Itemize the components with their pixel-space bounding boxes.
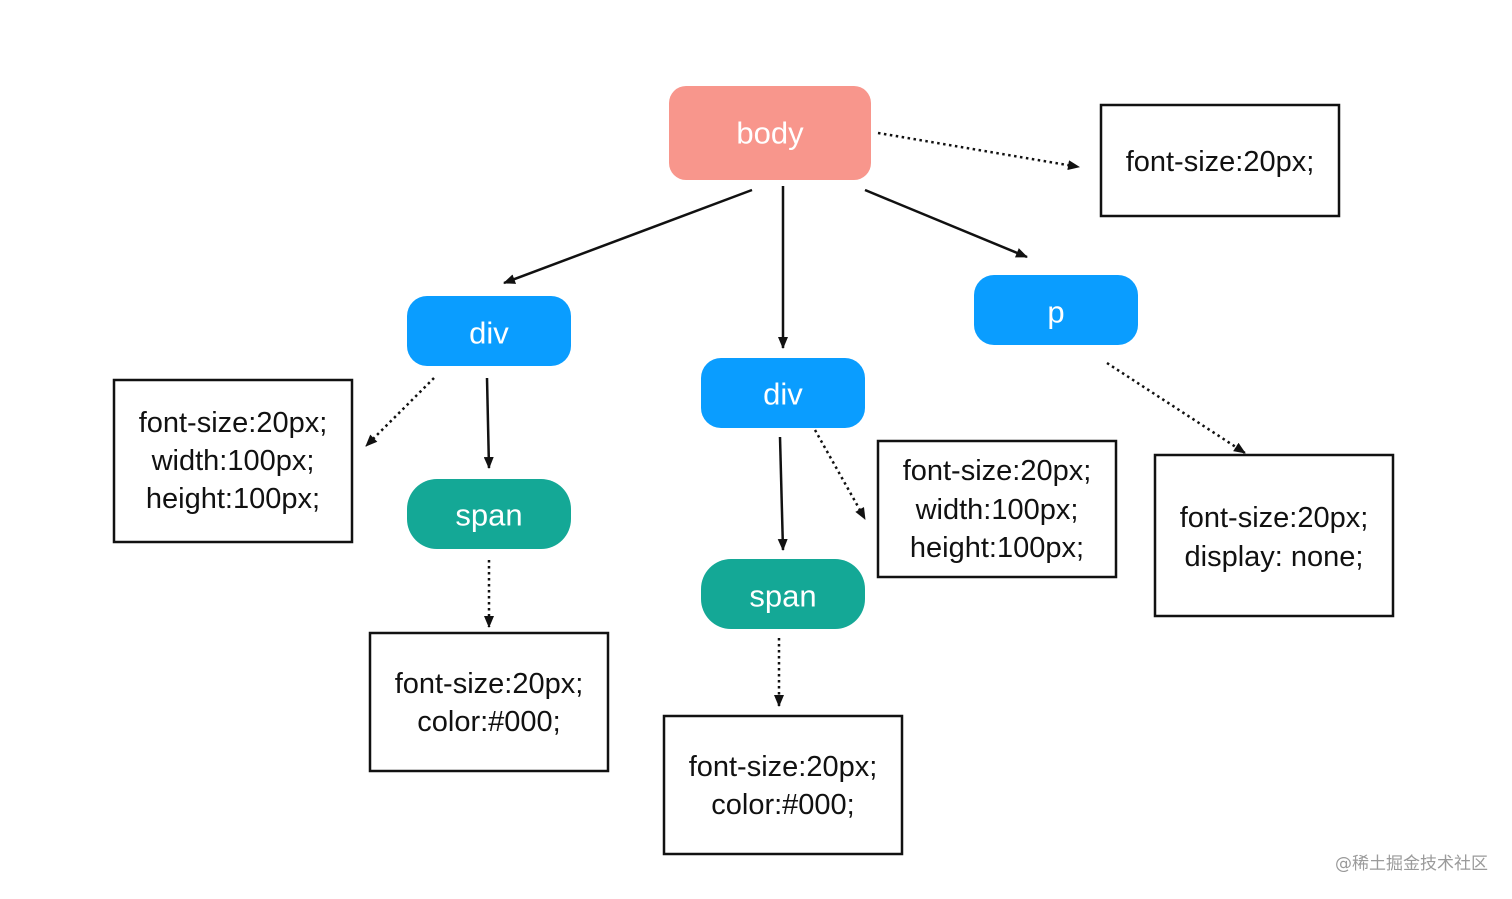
style-line: font-size:20px;: [395, 668, 584, 700]
node-div-center: div: [701, 358, 865, 428]
style-line: font-size:20px;: [689, 751, 878, 783]
node-body-shape: [669, 86, 871, 180]
style-line: font-size:20px;: [1180, 502, 1369, 534]
style-edge-p: [1106, 361, 1246, 455]
node-div-left: div: [407, 296, 571, 366]
watermark-text: @稀土掘金技术社区: [1335, 854, 1488, 874]
style-box-div-left: font-size:20px; width:100px; height:100p…: [112, 378, 354, 544]
edge-div-left-to-span-left: [483, 377, 494, 469]
node-span-center: span: [701, 559, 865, 629]
edge-body-to-div-left: [503, 188, 753, 285]
style-box-p: font-size:20px; display: none;: [1153, 453, 1395, 618]
style-line: height:100px;: [146, 483, 320, 515]
edge-body-to-p: [864, 188, 1028, 259]
node-span-center-shape: [701, 559, 865, 629]
style-line: font-size:20px;: [903, 455, 1092, 487]
style-box-body: font-size:20px;: [1099, 103, 1341, 218]
node-p-shape: [974, 275, 1138, 345]
style-line: display: none;: [1185, 541, 1364, 573]
node-body: body: [669, 86, 871, 180]
style-line: font-size:20px;: [1126, 146, 1315, 178]
style-edges: [365, 131, 1246, 707]
style-line: color:#000;: [417, 706, 561, 738]
edge-div-center-to-span-center: [777, 436, 788, 551]
style-line: height:100px;: [910, 532, 1084, 564]
style-box-p-frame: [1153, 453, 1395, 618]
node-div-center-shape: [701, 358, 865, 428]
tree-edges: [483, 186, 1028, 551]
node-span-left-shape: [407, 479, 571, 549]
style-box-span-left-frame: [368, 631, 610, 773]
node-div-left-label: div: [469, 316, 509, 351]
style-line: width:100px;: [151, 445, 315, 477]
node-body-label: body: [736, 116, 804, 151]
style-box-body-frame: [1099, 103, 1341, 218]
style-box-div-left-frame: [112, 378, 354, 544]
style-box-span-left: font-size:20px; color:#000;: [368, 631, 610, 773]
node-span-left: span: [407, 479, 571, 549]
style-line: color:#000;: [711, 789, 855, 821]
node-div-center-label: div: [763, 377, 803, 412]
node-span-center-label: span: [749, 579, 816, 614]
style-edge-div-center: [813, 429, 867, 520]
style-box-span-center-frame: [662, 714, 904, 856]
style-box-span-center: font-size:20px; color:#000;: [662, 714, 904, 856]
style-edge-div-left: [365, 377, 435, 447]
style-line: width:100px;: [915, 494, 1079, 526]
style-box-div-center: font-size:20px; width:100px; height:100p…: [876, 439, 1118, 579]
style-line: font-size:20px;: [139, 407, 328, 439]
node-p: p: [974, 275, 1138, 345]
style-edge-body: [877, 131, 1080, 171]
node-span-left-label: span: [455, 498, 522, 533]
style-box-div-center-frame: [876, 439, 1118, 579]
node-p-label: p: [1047, 295, 1064, 330]
node-div-left-shape: [407, 296, 571, 366]
